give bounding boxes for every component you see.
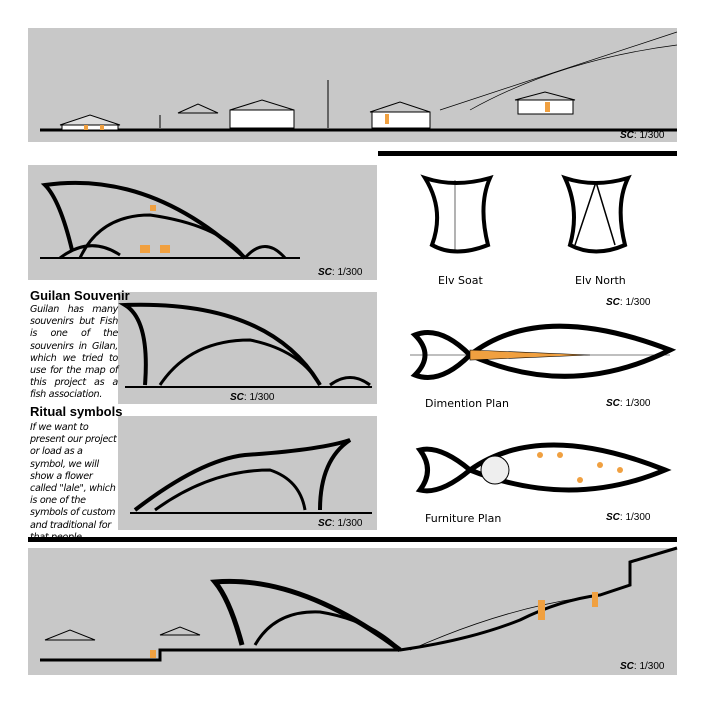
section-panel-3: [118, 416, 377, 530]
site-section-bottom-drawing: [40, 546, 678, 662]
divider-bar: [378, 151, 677, 156]
site-section-top: [28, 28, 677, 142]
furniture-plan-drawing: [415, 442, 672, 494]
scale-label-top: SC: 1/300: [620, 130, 665, 141]
guilan-souvenir-text: Guilan has many souvenirs but Fish is on…: [30, 304, 118, 401]
divider-bar: [28, 537, 677, 542]
scale-label-dimension-plan: SC: 1/300: [606, 398, 651, 409]
ritual-symbols-title: Ritual symbols: [30, 404, 123, 419]
scale-label-section-1: SC: 1/300: [318, 267, 363, 278]
dimension-plan-drawing: [410, 323, 677, 380]
building-section-1: [40, 180, 300, 260]
elv-north-label: Elv North: [575, 274, 626, 287]
site-section-drawing: [40, 31, 678, 132]
elv-south-label: Elv Soat: [438, 274, 483, 287]
site-section-bottom: [28, 548, 677, 675]
scale-label-section-3: SC: 1/300: [318, 518, 363, 529]
elevation-south: [420, 174, 494, 254]
ritual-symbols-text: If we want to present our project or loa…: [30, 422, 117, 543]
dimension-plan-label: Dimention Plan: [425, 397, 509, 410]
building-section-3: [130, 438, 372, 514]
scale-label-section-2: SC: 1/300: [230, 392, 275, 403]
elevation-north: [561, 174, 632, 254]
scale-label-bottom: SC: 1/300: [620, 661, 665, 672]
scale-label-furniture-plan: SC: 1/300: [606, 512, 651, 523]
guilan-souvenir-title: Guilan Souvenir: [30, 288, 130, 303]
furniture-plan-label: Furniture Plan: [425, 512, 502, 525]
building-section-2: [118, 302, 372, 388]
scale-label-elevations: SC: 1/300: [606, 297, 651, 308]
